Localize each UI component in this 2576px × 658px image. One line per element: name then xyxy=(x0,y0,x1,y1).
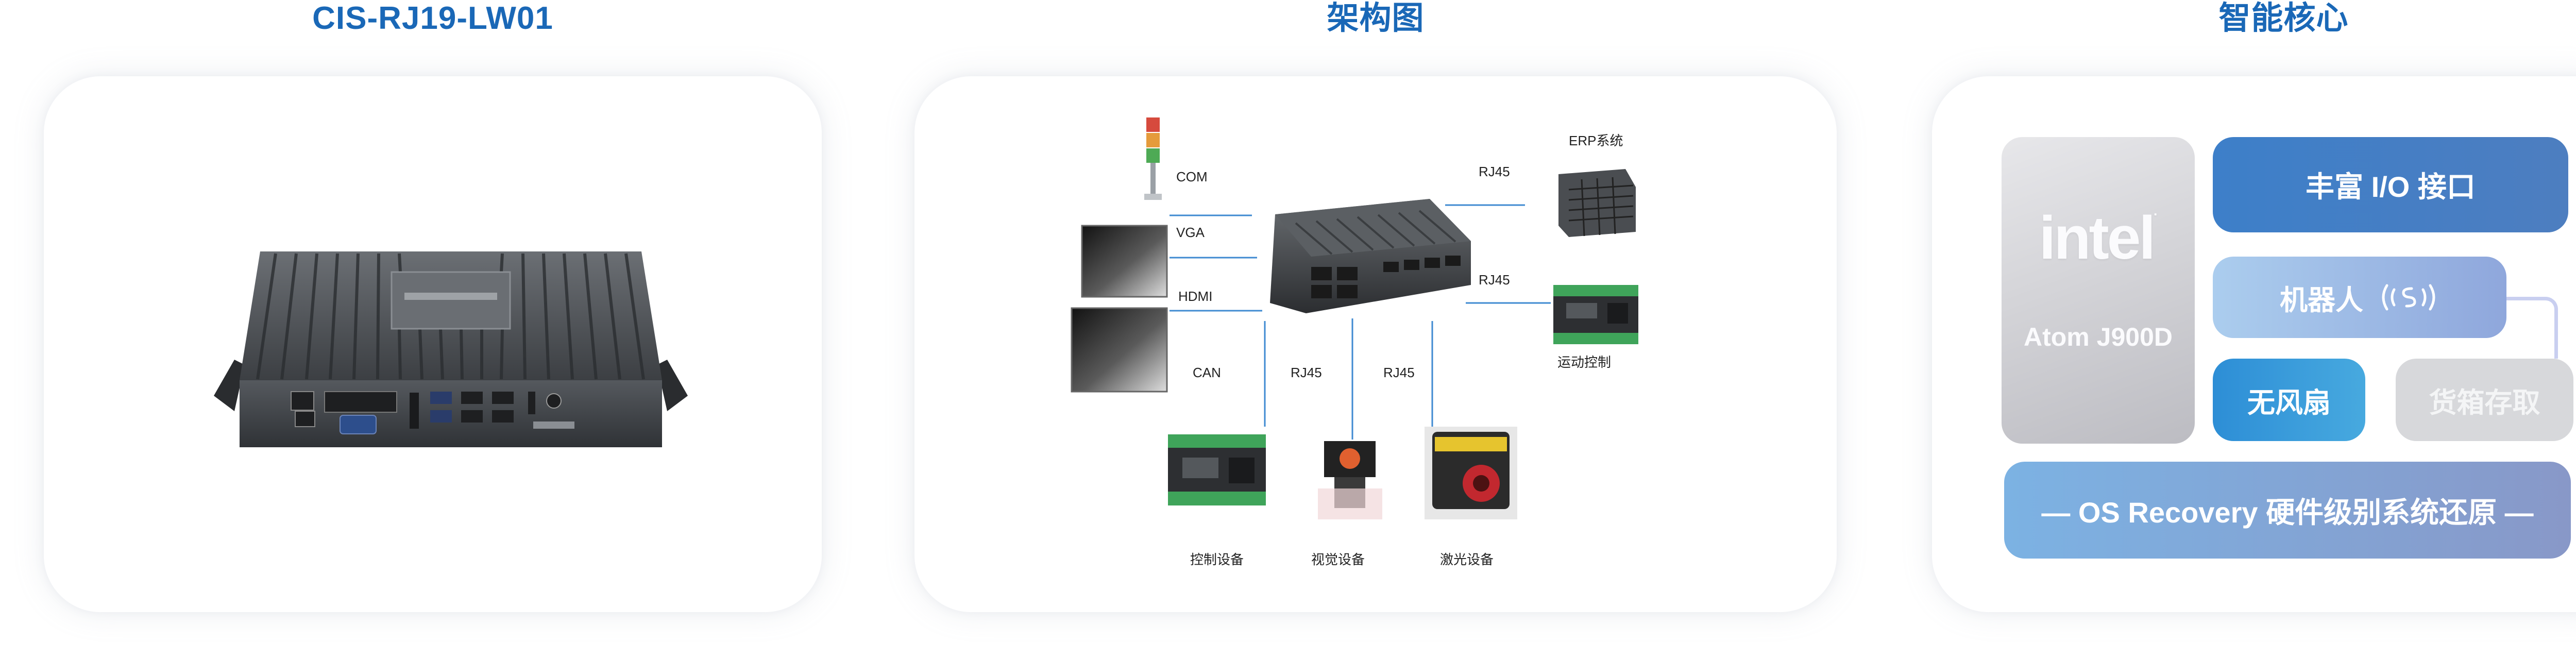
core-title: 智能核心 xyxy=(2218,1,2349,36)
node-control-device: 控制设备 xyxy=(1190,552,1244,567)
architecture-diagram xyxy=(1071,117,1638,519)
architecture-card: COM VGA HDMI CAN RJ45 RJ45 RJ45 RJ45 ERP… xyxy=(914,76,1837,612)
motion-control-icon xyxy=(1553,285,1638,344)
storage-tile: 货箱存取 xyxy=(2396,359,2573,441)
node-laser-device: 激光设备 xyxy=(1440,552,1494,567)
architecture-title: 架构图 xyxy=(1327,1,1425,36)
node-vision-device: 视觉设备 xyxy=(1311,552,1365,567)
fanless-tile: 无风扇 xyxy=(2213,359,2365,441)
label-rj45-motion: RJ45 xyxy=(1479,272,1510,288)
vision-device-icon xyxy=(1318,441,1382,519)
node-erp: ERP系统 xyxy=(1569,133,1623,148)
label-vga: VGA xyxy=(1176,225,1205,240)
core-card: intel. Atom J900D 丰富 I/O 接口 机器人 无风扇 货箱存取… xyxy=(1932,76,2576,612)
label-rj45-laser: RJ45 xyxy=(1383,365,1415,380)
hdmi-monitor-icon xyxy=(1071,307,1168,393)
label-hdmi: HDMI xyxy=(1178,289,1213,304)
label-rj45-vision: RJ45 xyxy=(1291,365,1322,380)
central-controller-icon xyxy=(1270,199,1471,313)
wireless-signal-icon xyxy=(2382,284,2435,311)
vga-monitor-icon xyxy=(1081,225,1168,298)
label-rj45-erp: RJ45 xyxy=(1479,164,1510,179)
control-device-icon xyxy=(1168,434,1266,505)
intel-logo: intel. xyxy=(2039,203,2158,272)
label-com: COM xyxy=(1176,169,1208,184)
label-can: CAN xyxy=(1193,365,1221,380)
connector-line xyxy=(2506,297,2558,359)
product-title: CIS-RJ19-LW01 xyxy=(312,1,553,36)
erp-server-icon xyxy=(1558,169,1636,237)
cpu-model: Atom J900D xyxy=(2024,323,2173,351)
os-recovery-tile: — OS Recovery 硬件级别系统还原 — xyxy=(2004,462,2571,559)
robot-tile: 机器人 xyxy=(2213,257,2506,338)
intel-cpu-tile: intel. Atom J900D xyxy=(2002,137,2195,444)
industrial-pc-image xyxy=(214,251,688,447)
product-card xyxy=(44,76,822,612)
stack-light-icon xyxy=(1144,117,1162,200)
io-tile: 丰富 I/O 接口 xyxy=(2213,137,2568,232)
node-motion-control: 运动控制 xyxy=(1557,355,1612,370)
laser-device-icon xyxy=(1425,427,1517,519)
